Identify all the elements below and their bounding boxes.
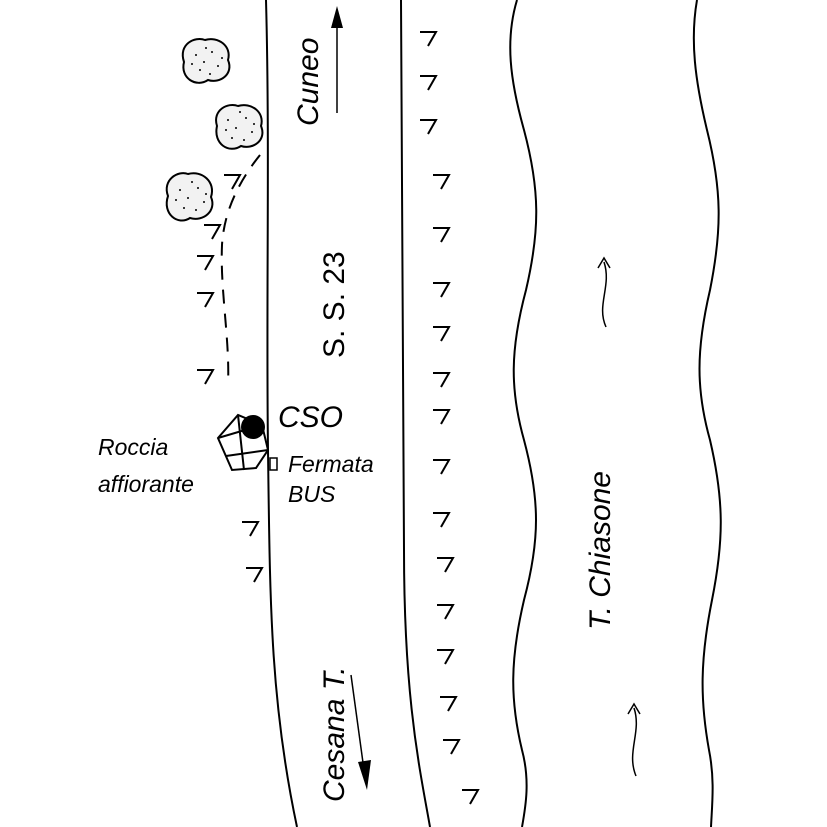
slope-tick-mark	[197, 255, 215, 271]
station-marker-icon	[241, 415, 265, 439]
slope-tick-mark	[437, 604, 455, 620]
dashed-track	[220, 154, 261, 386]
tree-icon	[181, 38, 231, 84]
slope-tick-mark	[246, 567, 264, 583]
road-name-label: S. S. 23	[318, 251, 351, 358]
direction-south-label: Cesana T.	[318, 666, 351, 802]
bus-stop-label-line1: Fermata	[288, 451, 374, 477]
flow-arrow-icon	[627, 702, 641, 777]
slope-tick-mark	[197, 292, 215, 308]
slope-tick-mark	[197, 369, 215, 385]
rock-label-line1: Roccia	[98, 434, 168, 460]
bus-stop-label-line2: BUS	[288, 481, 336, 507]
slope-tick-mark	[443, 739, 461, 755]
slope-tick-mark	[433, 372, 451, 388]
slope-tick-mark	[462, 789, 480, 805]
slope-tick-mark	[433, 282, 451, 298]
slope-tick-mark	[433, 409, 451, 425]
slope-tick-mark	[433, 227, 451, 243]
slope-tick-mark	[420, 75, 438, 91]
slope-tick-mark	[437, 649, 455, 665]
river-left-bank	[509, 0, 538, 827]
slope-tick-mark	[433, 326, 451, 342]
river-right-bank	[692, 0, 722, 827]
station-code-label: CSO	[278, 401, 343, 434]
slope-tick-mark	[242, 521, 260, 537]
slope-tick-mark	[440, 696, 458, 712]
road-right-edge	[400, 0, 431, 827]
tree-icon	[215, 104, 264, 150]
north-direction-arrow	[331, 6, 343, 113]
slope-tick-mark	[224, 174, 242, 190]
slope-tick-mark	[433, 512, 451, 528]
slope-tick-mark	[204, 224, 222, 240]
bus-stop-icon	[269, 457, 278, 471]
flow-arrow-icon	[597, 256, 611, 328]
slope-tick-mark	[433, 174, 451, 190]
river-name-label: T. Chiasone	[584, 471, 617, 630]
rock-label-line2: affiorante	[98, 471, 194, 497]
slope-tick-mark	[433, 459, 451, 475]
slope-tick-mark	[420, 31, 438, 47]
direction-north-label: Cuneo	[292, 38, 325, 126]
south-direction-arrow	[350, 674, 371, 790]
slope-tick-mark	[437, 557, 455, 573]
slope-tick-mark	[420, 119, 438, 135]
slope-marks	[197, 31, 480, 805]
tree-icon	[165, 172, 214, 222]
